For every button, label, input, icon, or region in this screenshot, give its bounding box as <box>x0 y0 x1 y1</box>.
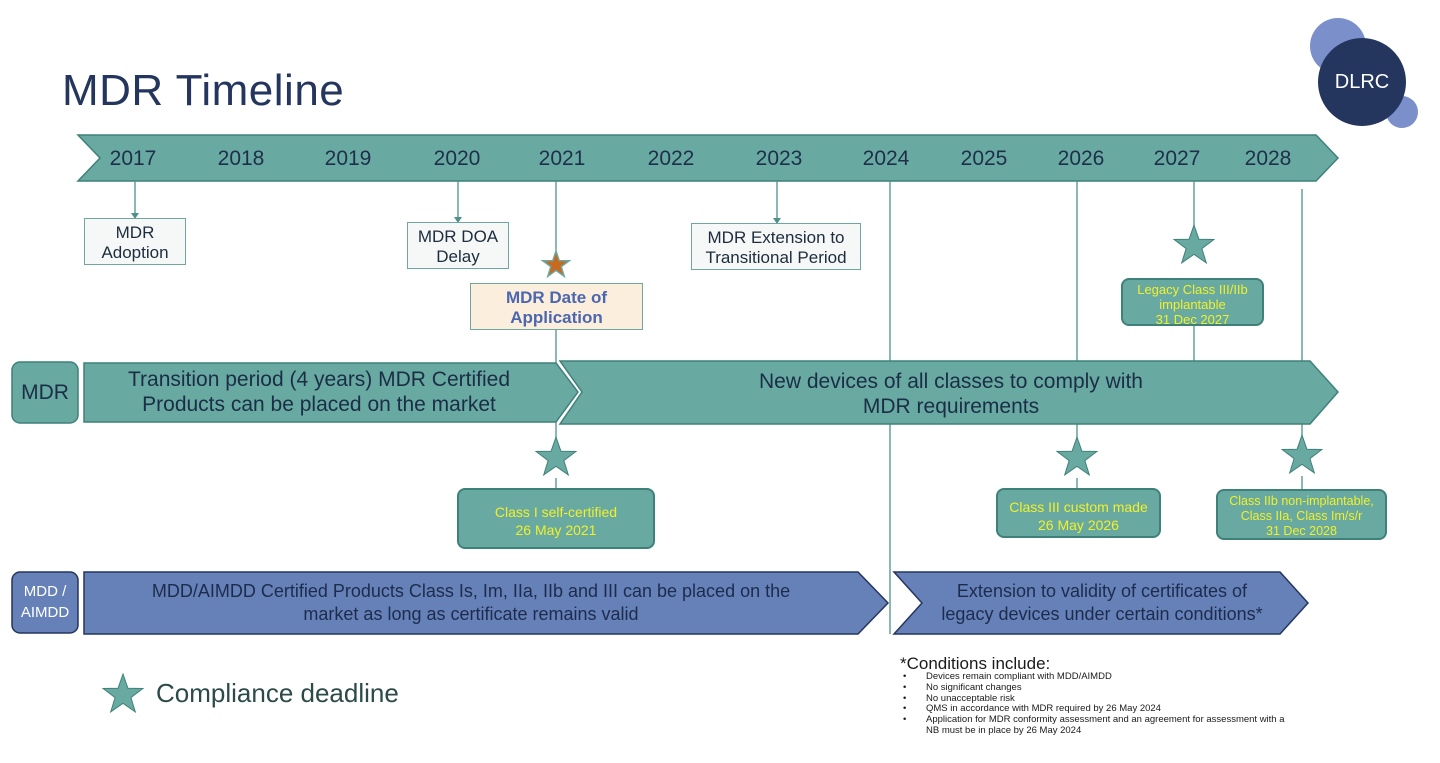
star-icon-date-of-application <box>540 248 572 279</box>
conditions-title: *Conditions include: <box>900 654 1051 673</box>
year-timeline-arrow <box>76 134 1340 182</box>
year-2022: 2022 <box>647 147 695 170</box>
mdd-certified-text: MDD/AIMDD Certified Products Class Is, I… <box>151 581 791 624</box>
year-2026: 2026 <box>1057 147 1105 170</box>
mdd-row-label: MDD / AIMDD <box>20 583 70 621</box>
conditions-list: Devices remain compliant with MDD/AIMDD … <box>902 671 1342 737</box>
mdd-extension-band <box>892 571 1310 635</box>
star-icon-legacy-2027 <box>1172 223 1216 265</box>
legend-star-icon <box>101 672 145 714</box>
mdd-extension-text: Extension to validity of certificates of… <box>941 581 1263 624</box>
year-2028: 2028 <box>1244 147 1292 170</box>
deadline-class-iii-custom: Class III custom made 26 May 2026 <box>996 488 1161 538</box>
legend-label: Compliance deadline <box>156 678 399 708</box>
mdr-new-devices-text: New devices of all classes to comply wit… <box>759 370 1143 418</box>
year-2025: 2025 <box>960 147 1008 170</box>
mdr-row-label: MDR <box>21 381 69 404</box>
year-2021: 2021 <box>538 147 586 170</box>
mdd-row-label-box <box>11 571 79 634</box>
list-item: Devices remain compliant with MDD/AIMDD <box>902 671 1342 683</box>
year-2024: 2024 <box>862 147 910 170</box>
year-2027: 2027 <box>1153 147 1201 170</box>
page-title: MDR Timeline <box>62 66 345 115</box>
list-item: No significant changes <box>902 682 1342 694</box>
deadline-class-i: Class I self-certified 26 May 2021 <box>457 488 655 549</box>
milestone-mdr-adoption: MDR Adoption <box>84 218 186 265</box>
year-2017: 2017 <box>109 147 157 170</box>
star-icon-class-i <box>534 435 578 477</box>
logo-circle-main <box>1318 38 1406 126</box>
list-item: Application for MDR conformity assessmen… <box>902 714 1342 737</box>
list-item: QMS in accordance with MDR required by 2… <box>902 704 1342 715</box>
list-item: No unacceptable risk <box>902 693 1342 705</box>
star-icon-class-iib-2028 <box>1280 433 1324 475</box>
logo-text: DLRC <box>1334 71 1390 93</box>
milestone-mdr-extension: MDR Extension to Transitional Period <box>691 223 861 270</box>
mdd-certified-band <box>83 571 890 635</box>
compliance-star-icons <box>101 223 1324 714</box>
year-2018: 2018 <box>217 147 265 170</box>
milestone-mdr-doa-delay: MDR DOA Delay <box>407 222 509 269</box>
year-2020: 2020 <box>433 147 481 170</box>
milestone-mdr-date-of-application: MDR Date of Application <box>470 283 643 330</box>
mdr-row-label-box <box>11 361 79 424</box>
deadline-class-iib-non-implantable: Class IIb non-implantable, Class IIa, Cl… <box>1216 489 1387 540</box>
deadline-legacy-class-iii: Legacy Class III/IIb implantable 31 Dec … <box>1121 278 1264 327</box>
mdr-transition-band <box>83 362 579 423</box>
star-icon-class-iii-custom <box>1055 435 1099 477</box>
year-2023: 2023 <box>755 147 803 170</box>
year-2019: 2019 <box>324 147 372 170</box>
mdr-new-devices-band <box>558 360 1340 425</box>
mdr-transition-text: Transition period (4 years) MDR Certifie… <box>127 368 510 416</box>
